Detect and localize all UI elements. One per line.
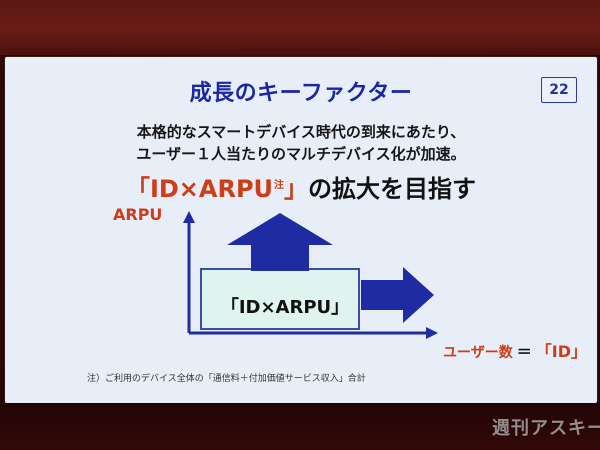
y-axis-arrowhead	[183, 211, 195, 223]
page-number-badge: 22	[541, 77, 577, 103]
xaxis-label-right: 「ID」	[535, 342, 587, 361]
publisher-watermark: 週刊アスキー	[492, 418, 600, 439]
id-arpu-box-label: 「ID×ARPU」	[220, 297, 350, 318]
x-axis-arrowhead	[426, 327, 438, 339]
footnote-text: 注）ご利用のデバイス全体の「通信料＋付加価値サービス収入」合計	[87, 374, 366, 384]
right-arrow-shaft	[361, 280, 403, 310]
bottom-shadow	[0, 403, 600, 450]
slide-screen: 成長のキーファクター 22 本格的なスマートデバイス時代の到来にあたり、 ユーザ…	[5, 57, 597, 403]
xaxis-user-count-label: ユーザー数＝「ID」	[443, 338, 587, 362]
slide-title: 成長のキーファクター	[189, 81, 413, 106]
goal-highlight-text: 「ID×ARPU	[125, 175, 274, 203]
right-arrow-head	[403, 267, 434, 323]
goal-tail-text: の拡大を目指す	[308, 175, 477, 203]
xaxis-label-equals: ＝	[516, 343, 532, 361]
subtitle-line-2: ユーザー１人当たりのマルチデバイス化が加速。	[136, 145, 466, 163]
up-arrow-shaft	[251, 243, 309, 271]
goal-statement: 「ID×ARPU注」の拡大を目指す	[5, 169, 597, 204]
id-arpu-box	[200, 268, 360, 330]
goal-closing-bracket: 」	[284, 175, 309, 203]
slide-subtitle: 本格的なスマートデバイス時代の到来にあたり、 ユーザー１人当たりのマルチデバイス…	[5, 121, 597, 165]
subtitle-line-1: 本格的なスマートデバイス時代の到来にあたり、	[136, 123, 466, 141]
growth-diagram	[183, 211, 438, 339]
background-wall	[0, 0, 600, 55]
goal-note-marker: 注	[274, 180, 285, 191]
arpu-axis-label: ARPU	[113, 205, 163, 224]
xaxis-label-left: ユーザー数	[443, 345, 513, 361]
up-arrow-head	[227, 213, 333, 245]
